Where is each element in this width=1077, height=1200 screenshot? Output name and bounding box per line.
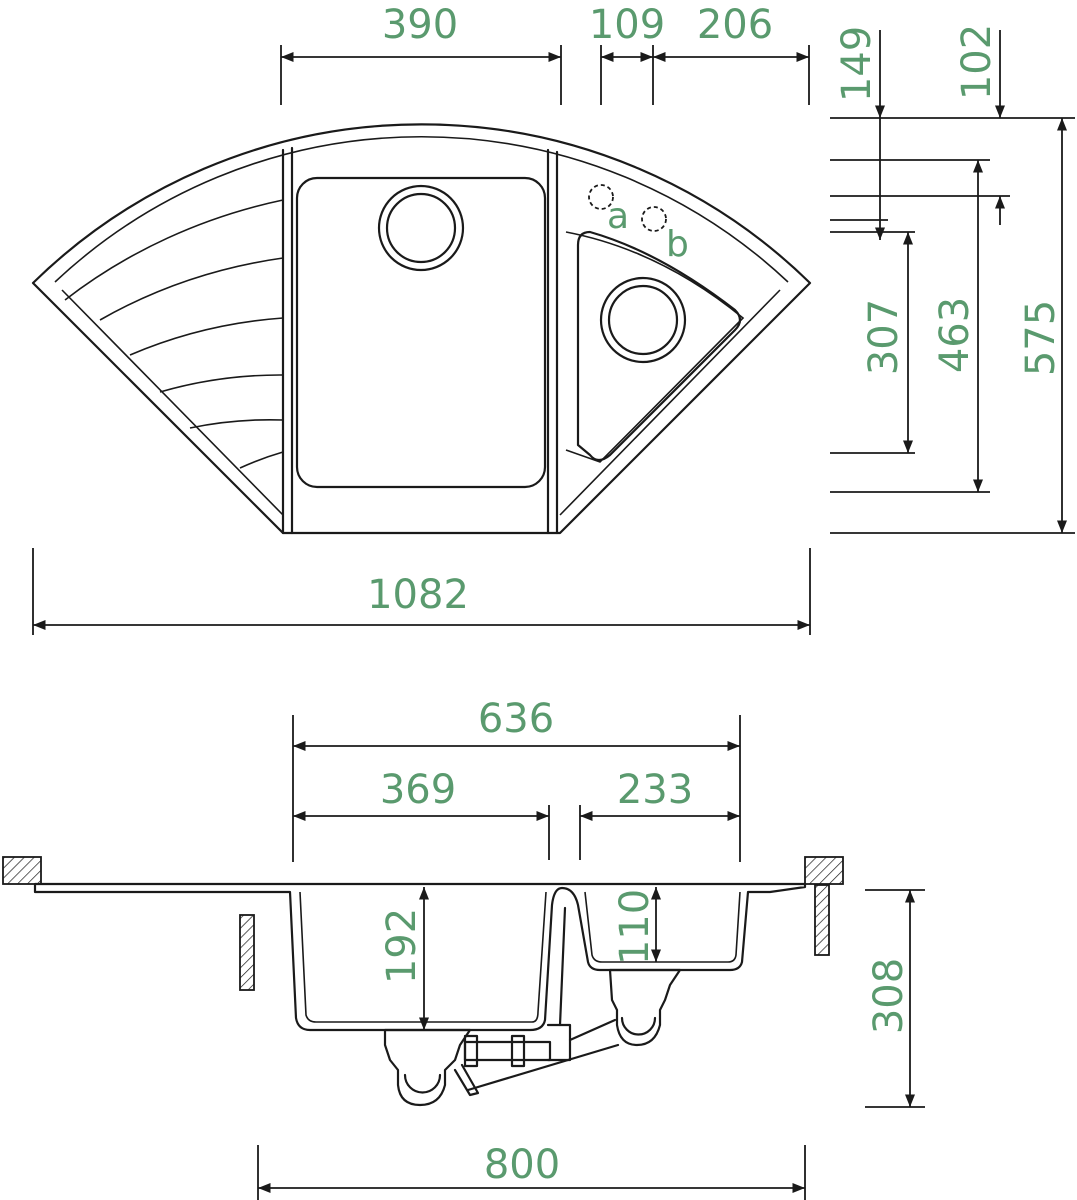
small-bowl — [576, 230, 742, 462]
small-drain — [599, 276, 687, 364]
bowl-divider-left — [281, 146, 294, 535]
dimension-lines-top — [32, 30, 1075, 635]
rim-inner-3 — [559, 289, 781, 516]
dim-575: 575 — [1018, 300, 1064, 376]
tap-hole-b — [641, 206, 667, 232]
sink-outline — [31, 123, 812, 535]
dim-463: 463 — [932, 297, 978, 373]
tap-hole-b-label: b — [666, 224, 689, 265]
main-drain — [377, 184, 465, 272]
dim-233: 233 — [617, 767, 693, 813]
tap-hole-a — [588, 184, 614, 210]
dim-110: 110 — [612, 889, 658, 965]
dim-636: 636 — [478, 696, 554, 742]
cabinet-wall-left — [239, 914, 255, 991]
main-bowl — [295, 176, 547, 489]
dim-1082: 1082 — [367, 572, 469, 618]
sink-profile — [33, 882, 807, 1032]
drain-assembly — [383, 906, 682, 1107]
main-drain-inner — [385, 192, 457, 264]
dim-102: 102 — [954, 24, 1000, 100]
small-drain-inner — [607, 284, 679, 356]
bowl-divider-right — [546, 148, 559, 535]
side-view: 636 369 233 192 110 308 800 — [2, 696, 925, 1200]
dim-109: 109 — [589, 2, 665, 48]
dim-206: 206 — [697, 2, 773, 48]
dim-149: 149 — [834, 26, 880, 102]
dim-308: 308 — [866, 958, 912, 1034]
cabinet-wall-right — [814, 884, 830, 956]
dim-192: 192 — [379, 908, 425, 984]
countertop-right — [804, 856, 844, 885]
rim-inner — [54, 135, 789, 283]
tap-hole-a-label: a — [607, 196, 629, 237]
dim-369: 369 — [380, 767, 456, 813]
rim-inner-2 — [61, 289, 284, 516]
countertop-left — [2, 856, 42, 885]
dim-390: 390 — [382, 2, 458, 48]
top-view: a b 390 — [31, 2, 1075, 635]
dim-800: 800 — [484, 1142, 560, 1188]
drainer-grooves — [64, 199, 284, 469]
dimension-lines-side — [257, 715, 925, 1200]
dim-307: 307 — [861, 299, 907, 375]
